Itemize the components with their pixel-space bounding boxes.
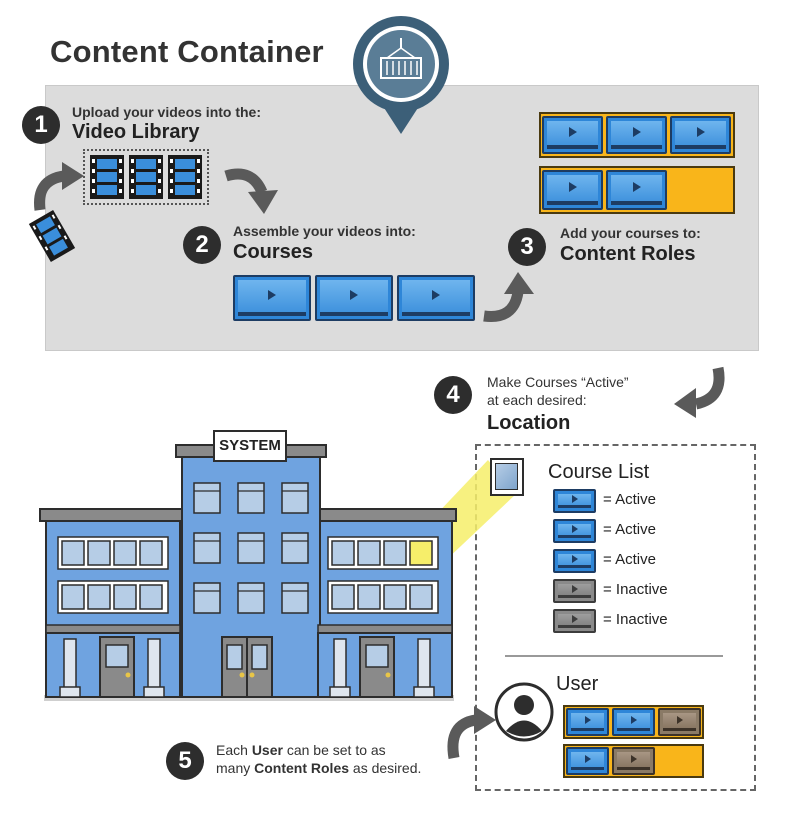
curved-arrow-icon: [674, 366, 725, 418]
play-icon: [676, 716, 683, 725]
location-box: [475, 444, 756, 791]
play-icon: [571, 495, 578, 504]
building-sign: SYSTEM: [219, 437, 281, 454]
course-thumbnail: [566, 708, 609, 736]
step-3-text: Add your courses to:: [560, 225, 701, 241]
school-building: [39, 430, 457, 701]
play-icon: [630, 755, 637, 764]
step-1-text: Upload your videos into the:: [72, 104, 262, 120]
video-library-box: [83, 149, 209, 205]
course-thumbnail: [612, 708, 655, 736]
play-icon: [630, 716, 637, 725]
step-3-title: Content Roles: [560, 243, 696, 265]
play-icon: [568, 127, 577, 138]
step-1-badge: 1: [22, 106, 60, 144]
course-thumbnail: [553, 549, 596, 573]
curved-arrow-icon: [224, 168, 278, 214]
curved-arrow-icon: [447, 706, 496, 759]
play-icon: [571, 615, 578, 624]
play-icon: [432, 289, 440, 300]
course-thumbnail-inactive: [553, 579, 596, 603]
film-strip-icon: [28, 209, 76, 263]
play-icon: [568, 182, 577, 193]
course-thumbnail: [606, 170, 667, 210]
film-strips: [90, 155, 202, 199]
curved-arrow-icon: [483, 272, 534, 322]
course-list-item: = Inactive: [603, 581, 668, 598]
course-thumbnail: [542, 170, 603, 210]
course-list-item: = Inactive: [603, 611, 668, 628]
course-thumbnail: [315, 275, 393, 321]
course-list-title: Course List: [548, 461, 650, 483]
step-5-badge: 5: [166, 742, 204, 780]
course-list-item: = Active: [603, 521, 656, 538]
step-2-title: Courses: [233, 241, 314, 263]
page-title: Content Container: [50, 34, 324, 69]
play-icon: [584, 716, 591, 725]
play-icon: [571, 555, 578, 564]
user-title: User: [556, 673, 599, 695]
play-icon: [632, 182, 641, 193]
course-thumbnail-inactive: [612, 747, 655, 775]
course-thumbnail: [566, 747, 609, 775]
course-list-item: = Active: [603, 491, 656, 508]
course-thumbnail: [553, 519, 596, 543]
course-thumbnail: [233, 275, 311, 321]
play-icon: [571, 585, 578, 594]
play-icon: [350, 289, 358, 300]
step-5-text-line1: Each User can be set to as: [216, 742, 386, 758]
curved-arrow-icon: [34, 162, 84, 211]
step-2-badge: 2: [183, 226, 221, 264]
user-avatar-icon: [494, 682, 554, 742]
play-icon: [584, 755, 591, 764]
step-5-text-line2: many Content Roles as desired.: [216, 760, 422, 776]
course-thumbnail: [670, 116, 731, 154]
step-4-title: Location: [487, 412, 571, 434]
step-4-text: Make Courses “Active”: [487, 374, 629, 390]
course-thumbnail: [542, 116, 603, 154]
course-thumbnail-inactive: [553, 609, 596, 633]
step-4-text: at each desired:: [487, 392, 587, 408]
course-thumbnail: [397, 275, 475, 321]
course-thumbnail: [553, 489, 596, 513]
course-thumbnail-inactive: [658, 708, 701, 736]
divider: [505, 655, 723, 657]
play-icon: [571, 525, 578, 534]
film-strip-icon: [90, 155, 124, 199]
step-2-text: Assemble your videos into:: [233, 223, 416, 239]
step-4-badge: 4: [434, 376, 472, 414]
play-icon: [268, 289, 276, 300]
course-list-item: = Active: [603, 551, 656, 568]
course-thumbnail: [606, 116, 667, 154]
step-1-title: Video Library: [72, 121, 200, 143]
step-3-badge: 3: [508, 228, 546, 266]
play-icon: [632, 127, 641, 138]
container-icon: [353, 16, 449, 134]
play-icon: [696, 127, 705, 138]
